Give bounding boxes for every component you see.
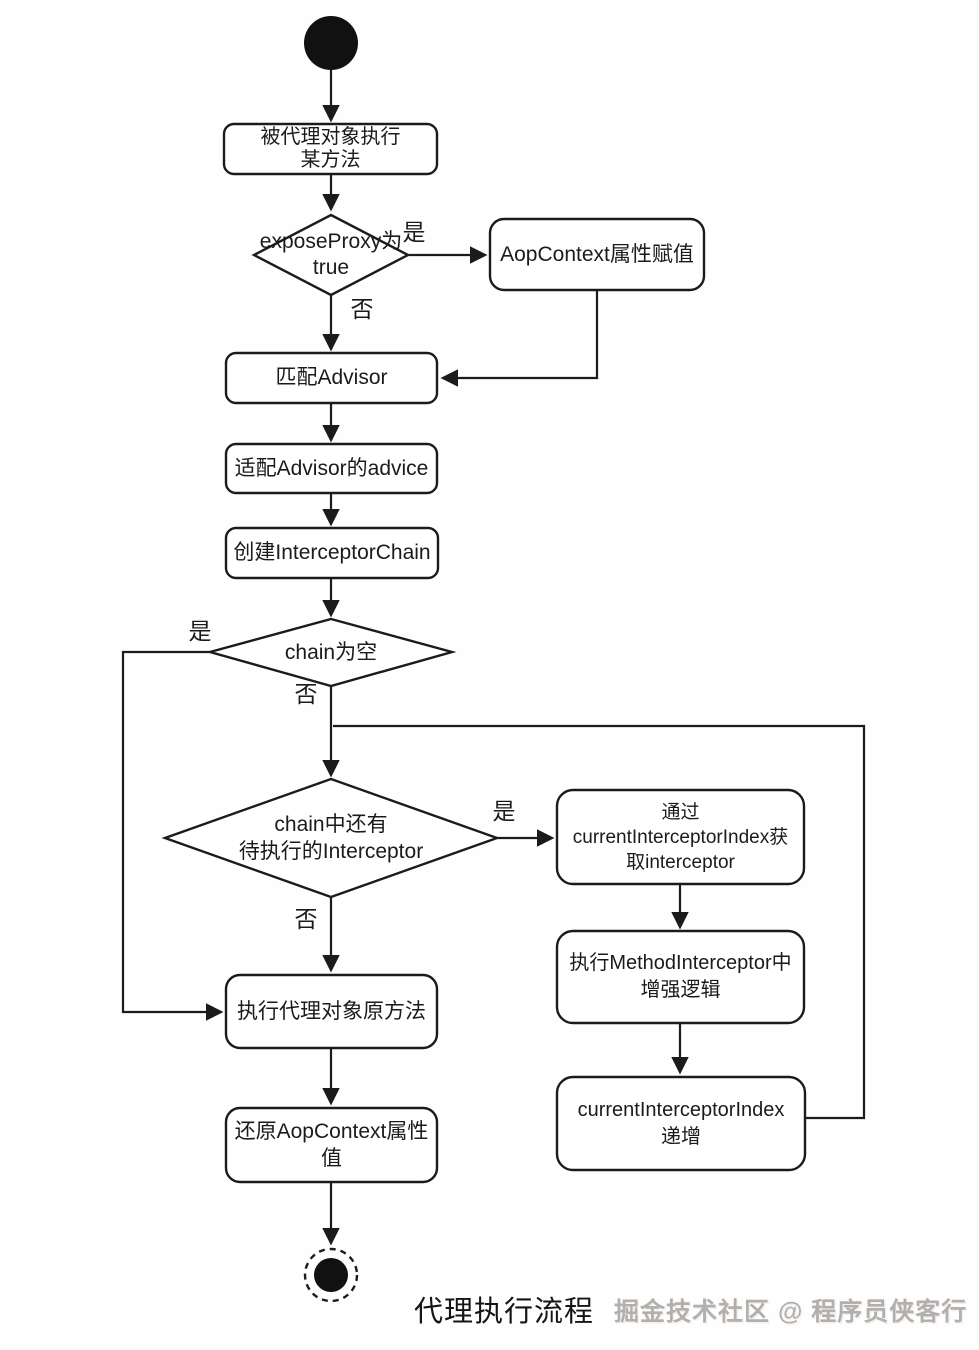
- match-advisor-label: 匹配Advisor: [275, 366, 388, 390]
- chain-empty-label: chain为空: [284, 641, 378, 665]
- chain-has-next-label: chain中还有 待执行的Interceptor: [238, 813, 424, 863]
- index-increment-box: [557, 1077, 805, 1170]
- adapt-advice-label: 适配Advisor的advice: [234, 456, 429, 480]
- chain-has-next-no-label: 否: [294, 906, 318, 933]
- restore-aopcontext-box: [226, 1108, 437, 1182]
- edge-index-increment-loop-back: [333, 726, 864, 1118]
- end-node: [314, 1258, 348, 1292]
- aopcontext-assign-box: [490, 219, 704, 290]
- edge-chain-empty-yes-loop: [123, 652, 224, 1021]
- run-interceptor-box: [557, 931, 804, 1023]
- chain-empty-diamond: [210, 619, 452, 686]
- chain-empty-no-label: 否: [294, 681, 318, 708]
- chain-empty-yes-label: 是: [188, 618, 212, 645]
- invoke-method-box: [224, 124, 437, 174]
- index-increment-label: currentInterceptorIndex 递增: [577, 1098, 785, 1148]
- invoke-method-label: 被代理对象执行 某方法: [260, 126, 401, 171]
- create-chain-box: [226, 528, 438, 578]
- edge-aopcontext-to-match-advisor: [440, 290, 597, 387]
- expose-proxy-no-label: 否: [350, 296, 374, 323]
- run-interceptor-label: 执行MethodInterceptor中 增强逻辑: [569, 952, 792, 1001]
- diagram-caption: 代理执行流程: [414, 1296, 595, 1328]
- expose-proxy-yes-label: 是: [402, 219, 426, 246]
- chain-has-next-diamond: [165, 779, 497, 897]
- invoke-original-box: [226, 975, 437, 1048]
- get-interceptor-label: 通过 currentInterceptorIndex获 取interceptor: [572, 801, 789, 873]
- expose-proxy-label: exposeProxy为 true: [259, 230, 403, 279]
- aopcontext-assign-label: AopContext属性赋值: [500, 242, 694, 266]
- get-interceptor-box: [557, 790, 804, 884]
- restore-aopcontext-label: 还原AopContext属性 值: [234, 1120, 429, 1170]
- expose-proxy-diamond: [254, 215, 408, 295]
- watermark-text: 掘金技术社区 @ 程序员侠客行: [614, 1298, 968, 1326]
- create-chain-label: 创建InterceptorChain: [233, 541, 431, 565]
- chain-has-next-yes-label: 是: [492, 798, 516, 825]
- adapt-advice-box: [226, 444, 437, 493]
- invoke-original-label: 执行代理对象原方法: [237, 999, 426, 1023]
- start-node: [304, 16, 358, 70]
- match-advisor-box: [226, 353, 437, 403]
